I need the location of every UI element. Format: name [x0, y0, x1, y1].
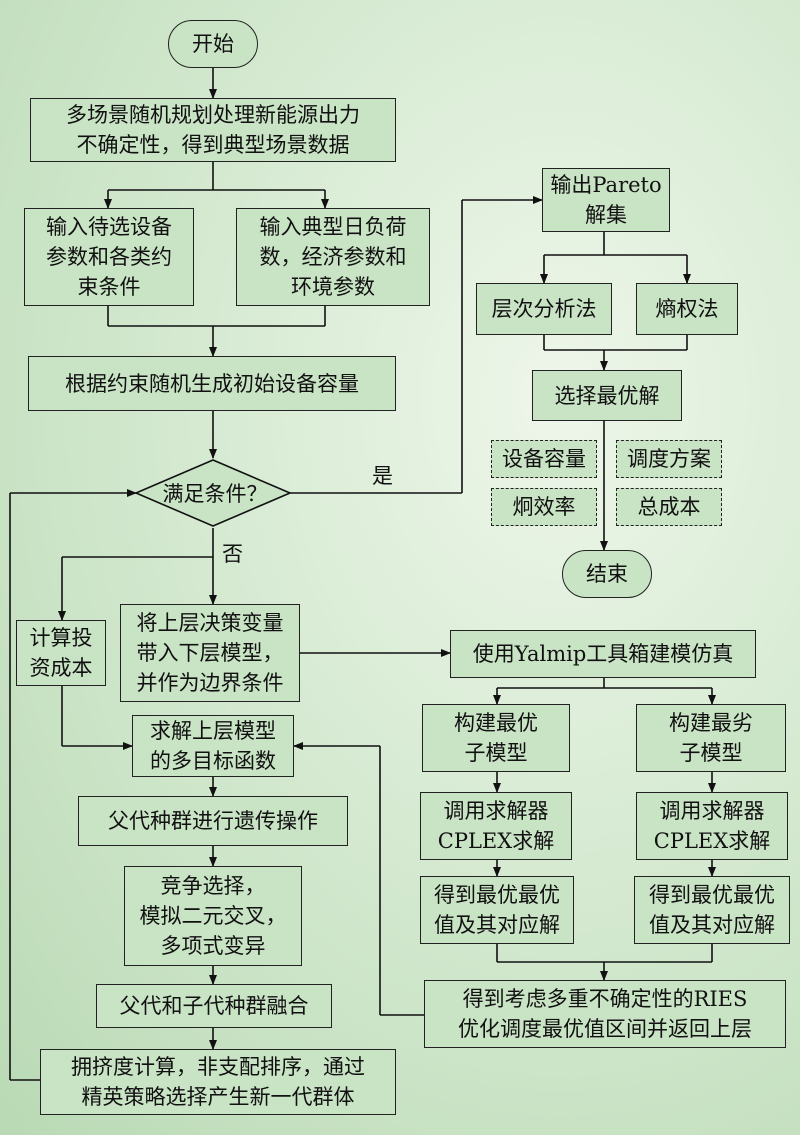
dispatch-plan-box: 调度方案: [616, 440, 722, 478]
crowding-box: 拥挤度计算，非支配排序，通过 精英策略选择产生新一代群体: [40, 1049, 396, 1115]
build-best-box: 构建最优 子模型: [422, 704, 570, 772]
upper-to-lower-box: 将上层决策变量 带入下层模型， 并作为边界条件: [120, 604, 300, 702]
ries-interval-box: 得到考虑多重不确定性的RIES 优化调度最优值区间并返回上层: [424, 980, 786, 1048]
end-node: 结束: [562, 550, 652, 598]
solve-upper-box: 求解上层模型 的多目标函数: [132, 715, 294, 777]
edge-label-no: 否: [222, 542, 243, 566]
result-best-box: 得到最优最优 值及其对应解: [420, 876, 574, 944]
edge-label-yes: 是: [372, 464, 393, 488]
total-cost-box: 总成本: [616, 488, 722, 526]
yalmip-box: 使用Yalmip工具箱建模仿真: [450, 630, 756, 678]
input-equipment-box: 输入待选设备 参数和各类约 束条件: [24, 208, 194, 306]
condition-diamond: [133, 459, 293, 527]
select-best-box: 选择最优解: [532, 370, 682, 421]
genetic-box: 父代种群进行遗传操作: [78, 796, 348, 846]
result-worst-box: 得到最优最优 值及其对应解: [634, 876, 790, 944]
calc-invest-box: 计算投 资成本: [16, 620, 106, 686]
entropy-box: 熵权法: [636, 283, 738, 335]
equip-capacity-box: 设备容量: [491, 440, 597, 478]
input-load-box: 输入典型日负荷 数，经济参数和 环境参数: [236, 208, 430, 306]
output-pareto-box: 输出Pareto 解集: [542, 168, 670, 232]
build-worst-box: 构建最劣 子模型: [636, 704, 786, 772]
cplex-worst-box: 调用求解器 CPLEX求解: [636, 792, 788, 860]
start-node: 开始: [168, 20, 258, 68]
exergy-box: 炯效率: [491, 488, 597, 526]
merge-box: 父代和子代种群融合: [96, 984, 332, 1028]
ahp-box: 层次分析法: [476, 283, 612, 335]
condition-label: 满足条件？: [162, 482, 268, 506]
operators-box: 竞争选择， 模拟二元交叉， 多项式变异: [124, 866, 302, 966]
cplex-best-box: 调用求解器 CPLEX求解: [420, 792, 572, 860]
init-capacity-box: 根据约束随机生成初始设备容量: [28, 356, 396, 411]
scenario-box: 多场景随机规划处理新能源出力 不确定性，得到典型场景数据: [30, 98, 396, 162]
